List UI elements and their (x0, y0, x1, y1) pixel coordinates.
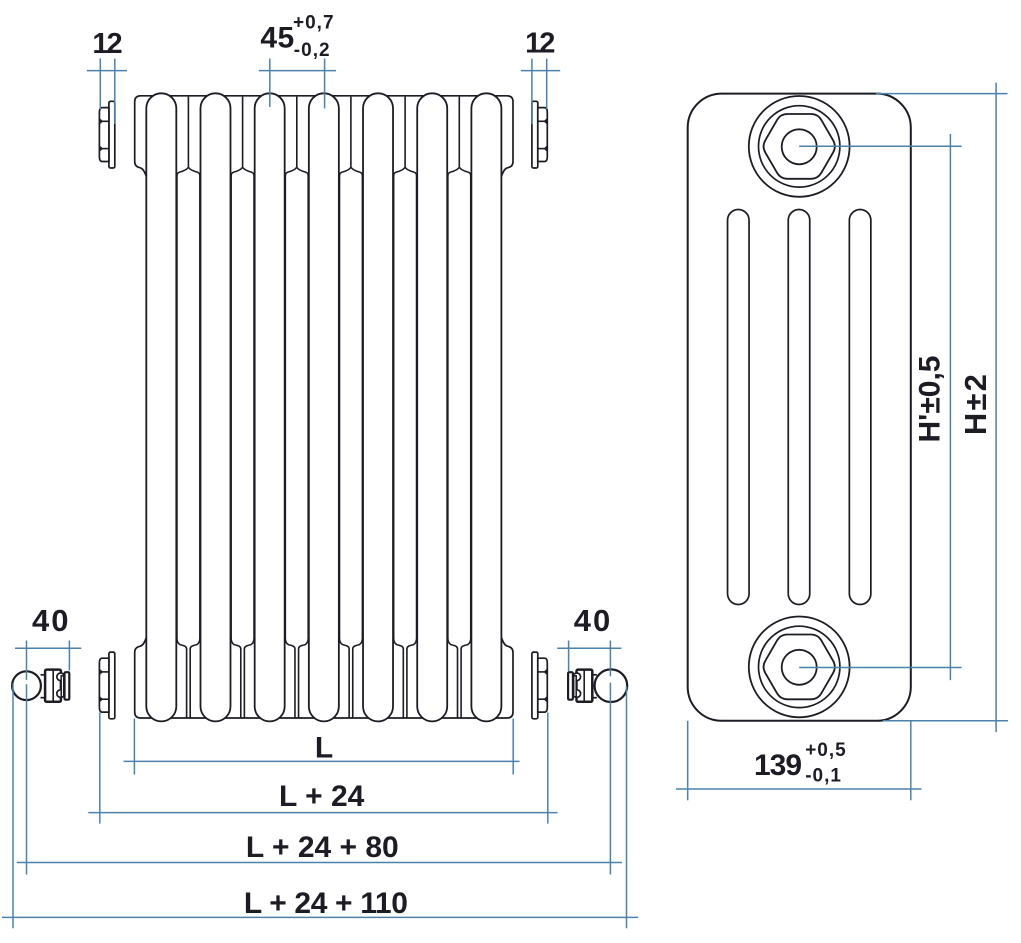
svg-text:H±2: H±2 (958, 372, 993, 435)
svg-text:+0,5: +0,5 (805, 740, 847, 761)
svg-text:45: 45 (260, 22, 294, 55)
svg-text:L + 24 + 80: L + 24 + 80 (246, 831, 399, 864)
svg-text:12: 12 (92, 28, 121, 60)
svg-text:-0,2: -0,2 (294, 40, 331, 61)
svg-text:-0,1: -0,1 (805, 766, 842, 787)
svg-text:12: 12 (525, 28, 554, 60)
svg-text:L: L (315, 732, 333, 765)
svg-text:L + 24 + 110: L + 24 + 110 (244, 887, 408, 920)
svg-text:40: 40 (32, 603, 70, 638)
svg-text:40: 40 (574, 603, 612, 638)
svg-text:L + 24: L + 24 (279, 780, 365, 813)
svg-text:H'±0,5: H'±0,5 (914, 356, 947, 443)
svg-text:139: 139 (754, 749, 801, 782)
svg-text:+0,7: +0,7 (293, 13, 335, 34)
